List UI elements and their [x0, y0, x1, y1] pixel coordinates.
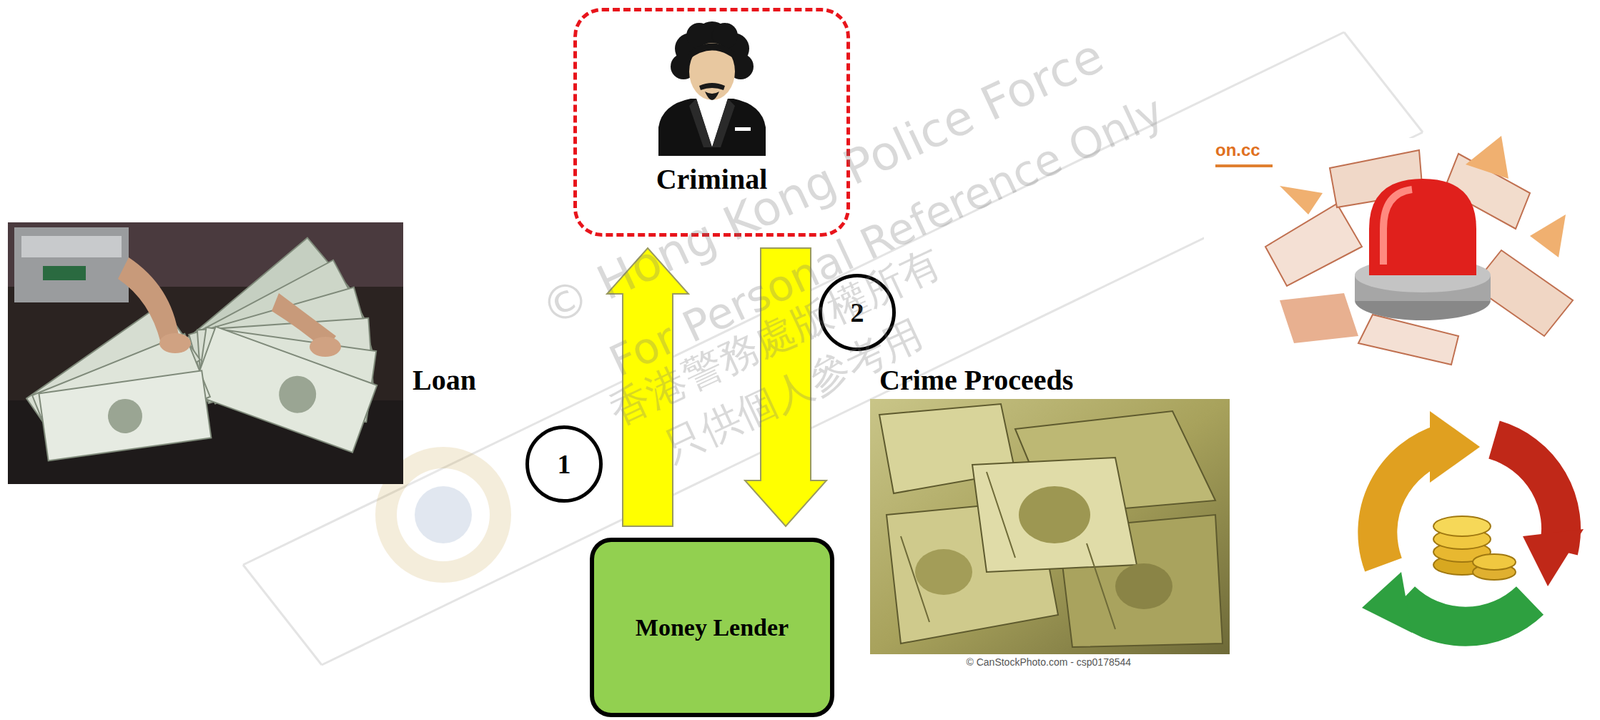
person-icon [654, 20, 770, 156]
recycle-coins-icon [1361, 411, 1584, 633]
node-label: Money Lender [635, 614, 789, 642]
callout-number: 1 [525, 425, 603, 503]
photo-credit: © CanStockPhoto.com - csp0178544 [966, 656, 1132, 668]
money-lender-box: Money Lender [589, 537, 835, 718]
logo-text: on.cc [1215, 140, 1261, 161]
crime-proceeds-photo [870, 398, 1230, 655]
arrow-label: Loan [412, 363, 477, 397]
loan-photo [7, 222, 404, 485]
siren-banknotes-image [1203, 135, 1600, 368]
